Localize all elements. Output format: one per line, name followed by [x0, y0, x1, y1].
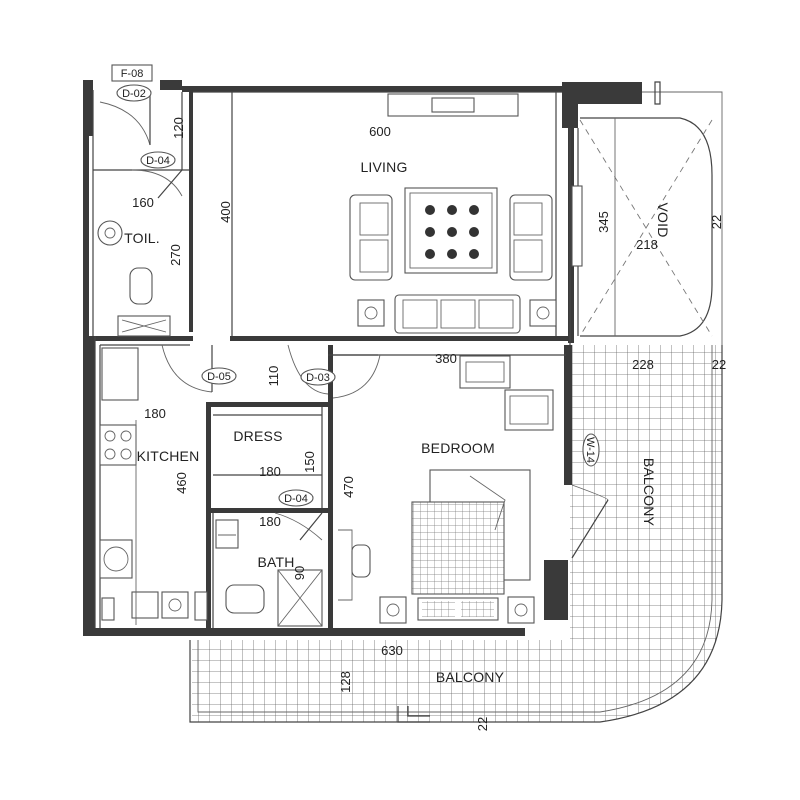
- dim-bath-depth: 90: [292, 566, 307, 580]
- dim-dress-width: 180: [259, 464, 281, 479]
- bath-fixtures: [215, 519, 323, 627]
- dim-balcony-bottom-side: 22: [475, 717, 490, 731]
- room-label-balcony-bottom: BALCONY: [436, 669, 505, 685]
- door-tag-d04-bath: D-04: [284, 493, 308, 505]
- dim-bedroom-depth: 470: [341, 476, 356, 498]
- door-tag-d02: D-02: [122, 88, 146, 100]
- room-label-bedroom: BEDROOM: [421, 440, 495, 456]
- balcony-inner-edge: [197, 345, 713, 713]
- window-tag-w14: W-14: [584, 437, 596, 463]
- dim-toilet-width: 160: [132, 195, 154, 210]
- toilet-fixtures: [97, 220, 171, 337]
- dim-void-width: 218: [636, 237, 658, 252]
- room-label-void: VOID: [655, 202, 671, 237]
- door-tag-d05: D-05: [207, 371, 231, 383]
- dim-kitchen-depth: 460: [174, 472, 189, 494]
- dim-bath-width: 180: [259, 514, 281, 529]
- door-tags: [111, 64, 600, 507]
- void-diagonal-2: [579, 119, 713, 337]
- void-window-detail: [571, 185, 583, 267]
- dim-entry-depth: 120: [171, 117, 186, 139]
- dim-overall-width: 630: [381, 643, 403, 658]
- void-outline: [580, 117, 713, 337]
- bedroom-furniture: [338, 355, 554, 624]
- void-area: [578, 110, 713, 335]
- dim-toilet-depth: 270: [168, 244, 183, 266]
- balcony-right-floor: [570, 345, 722, 722]
- dim-void-depth: 345: [596, 211, 611, 233]
- dim-balcony-width: 228: [632, 357, 654, 372]
- partition-lines: [92, 81, 723, 628]
- door-tag-d04-toilet: D-04: [146, 155, 170, 167]
- balcony-bottom-floor: [192, 640, 570, 722]
- dim-void-side: 22: [709, 215, 724, 229]
- door-swings: [99, 95, 609, 559]
- living-furniture: [349, 93, 583, 334]
- balcony-edge: [189, 345, 723, 723]
- drain-detail: [397, 706, 430, 723]
- dim-dress-depth: 150: [302, 451, 317, 473]
- dim-balcony-depth: 128: [338, 671, 353, 693]
- dim-balcony-side: 22: [712, 357, 726, 372]
- kitchen-fixtures: [99, 347, 208, 625]
- room-label-kitchen: KITCHEN: [137, 448, 200, 464]
- dim-living-width: 600: [369, 124, 391, 139]
- door-tag-d03: D-03: [306, 372, 330, 384]
- room-label-living: LIVING: [360, 159, 407, 175]
- walls: [83, 80, 642, 636]
- dim-living-depth: 400: [218, 201, 233, 223]
- dim-kitchen-width: 180: [144, 406, 166, 421]
- room-label-bath: BATH: [257, 554, 294, 570]
- room-label-dress: DRESS: [233, 428, 282, 444]
- room-label-balcony-right: BALCONY: [641, 458, 657, 527]
- room-label-toilet: TOIL.: [124, 230, 160, 246]
- rug-pattern: [425, 205, 479, 259]
- floor-tag: F-08: [121, 68, 144, 80]
- dim-corridor-depth: 110: [266, 366, 281, 387]
- dim-bedroom-width: 380: [435, 351, 457, 366]
